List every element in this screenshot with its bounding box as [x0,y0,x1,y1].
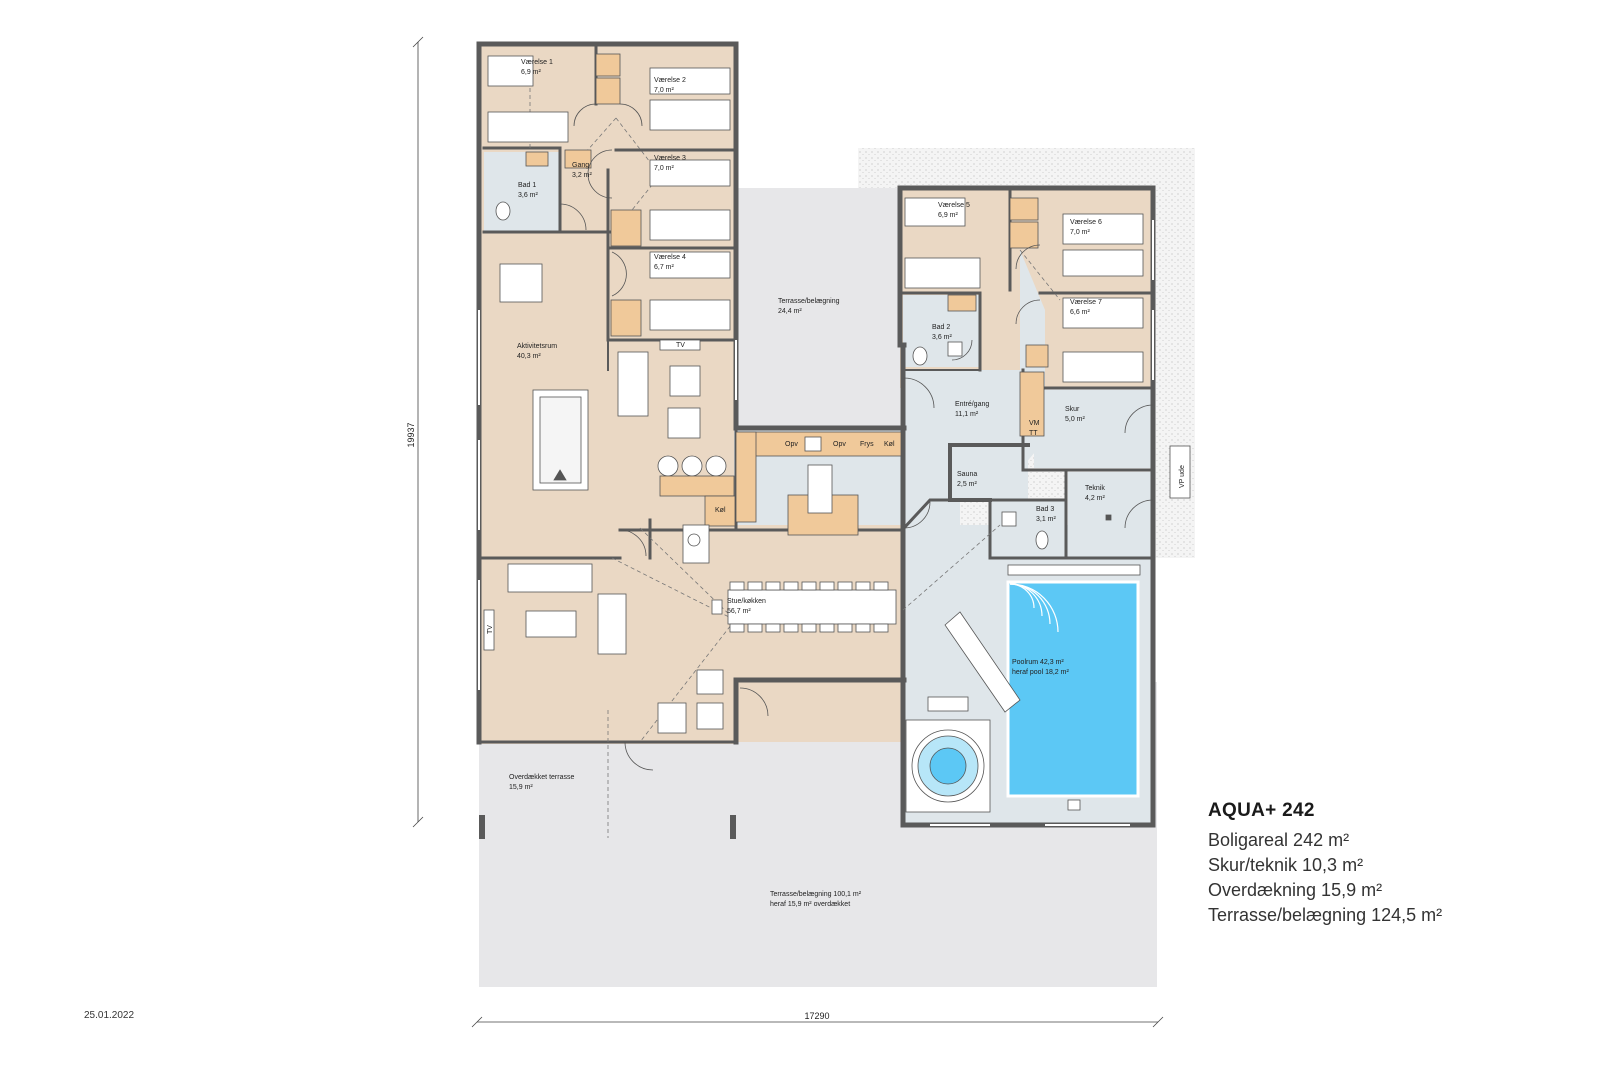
opv-label-1: Opv [785,441,798,448]
vm-label: VM [1029,420,1040,427]
area-terrasse-top: 24,4 m² [778,308,802,315]
tv-label-2: TV [487,625,494,634]
windows [478,220,1154,826]
label-bad2: Bad 2 [932,324,950,331]
covered-terrace [479,743,736,838]
terrace-posts [479,815,736,839]
vp-label: VP ude [1179,465,1186,488]
opv-label-2: Opv [833,441,846,448]
area-terrasse-bottom: heraf 15,9 m² overdækket [770,901,850,908]
area-vaerelse7: 6,6 m² [1070,309,1091,316]
label-entre: Entré/gang [955,401,989,408]
area-covered: Overdækning 15,9 m² [1208,880,1383,900]
label-vaerelse2: Værelse 2 [654,77,686,84]
label-skur: Skur [1065,406,1080,413]
label-stue: Stue/køkken [727,598,766,605]
label-overdaekket: Overdækket terrasse [509,774,574,781]
kol-label-1: Køl [884,441,895,448]
area-poolrum: heraf pool 18,2 m² [1012,669,1069,676]
area-teknik: 4,2 m² [1085,495,1106,502]
area-aktivitet: 40,3 m² [517,353,541,360]
label-teknik: Teknik [1085,485,1105,492]
area-vaerelse4: 6,7 m² [654,264,675,271]
model-title: AQUA+ 242 [1208,800,1315,821]
tt-label: TT [1029,430,1038,437]
area-bad2: 3,6 m² [932,334,953,341]
area-stue: 56,7 m² [727,608,751,615]
shed-floor [1034,390,1153,468]
area-vaerelse1: 6,9 m² [521,69,542,76]
label-vaerelse5: Værelse 5 [938,202,970,209]
area-vaerelse3: 7,0 m² [654,165,675,172]
area-bad3: 3,1 m² [1036,516,1057,523]
area-terrace: Terrasse/belægning 124,5 m² [1208,905,1443,925]
area-entre: 11,1 m² [955,411,979,418]
doors [559,103,1154,771]
label-bad3: Bad 3 [1036,506,1054,513]
area-gang: 3,2 m² [572,172,593,179]
label-sauna: Sauna [957,471,977,478]
label-vaerelse7: Værelse 7 [1070,299,1102,306]
label-vaerelse1: Værelse 1 [521,59,553,66]
label-terrasse-bottom: Terrasse/belægning 100,1 m² [770,891,862,898]
terrace-top [735,188,900,428]
label-bad1: Bad 1 [518,182,536,189]
area-vaerelse2: 7,0 m² [654,87,675,94]
area-bad1: 3,6 m² [518,192,539,199]
label-aktivitet: Aktivitetsrum [517,343,557,350]
sauna-floor [950,445,1028,500]
area-shed: Skur/teknik 10,3 m² [1208,855,1364,875]
kol-label-2: Køl [715,507,726,514]
info-panel: AQUA+ 242 Boligareal 242 m² Skur/teknik … [1208,800,1442,928]
area-skur: 5,0 m² [1065,416,1086,423]
label-gang: Gang [572,162,589,169]
room-labels: Værelse 1 6,9 m² Værelse 2 7,0 m² Gang 3… [509,59,1106,908]
dimension-height: 19937 [406,422,416,447]
label-vaerelse4: Værelse 4 [654,254,686,261]
area-sauna: 2,5 m² [957,481,978,488]
label-vaerelse3: Værelse 3 [654,155,686,162]
area-overdaekket: 15,9 m² [509,784,533,791]
label-terrasse-top: Terrasse/belægning [778,298,840,305]
dimension-lines [412,36,1164,1028]
area-vaerelse6: 7,0 m² [1070,229,1091,236]
label-poolrum: Poolrum 42,3 m² [1012,659,1064,666]
furniture [483,53,1191,813]
fixture-labels: TV TV VM TT VP ude Opv Opv Frys Køl Køl [487,342,1186,634]
plan-date: 25.01.2022 [84,1010,135,1021]
dimension-width: 17290 [804,1011,829,1021]
label-vaerelse6: Værelse 6 [1070,219,1102,226]
tv-label-1: TV [676,342,685,349]
frys-label: Frys [860,441,874,448]
area-vaerelse5: 6,9 m² [938,212,959,219]
area-living: Boligareal 242 m² [1208,830,1350,850]
